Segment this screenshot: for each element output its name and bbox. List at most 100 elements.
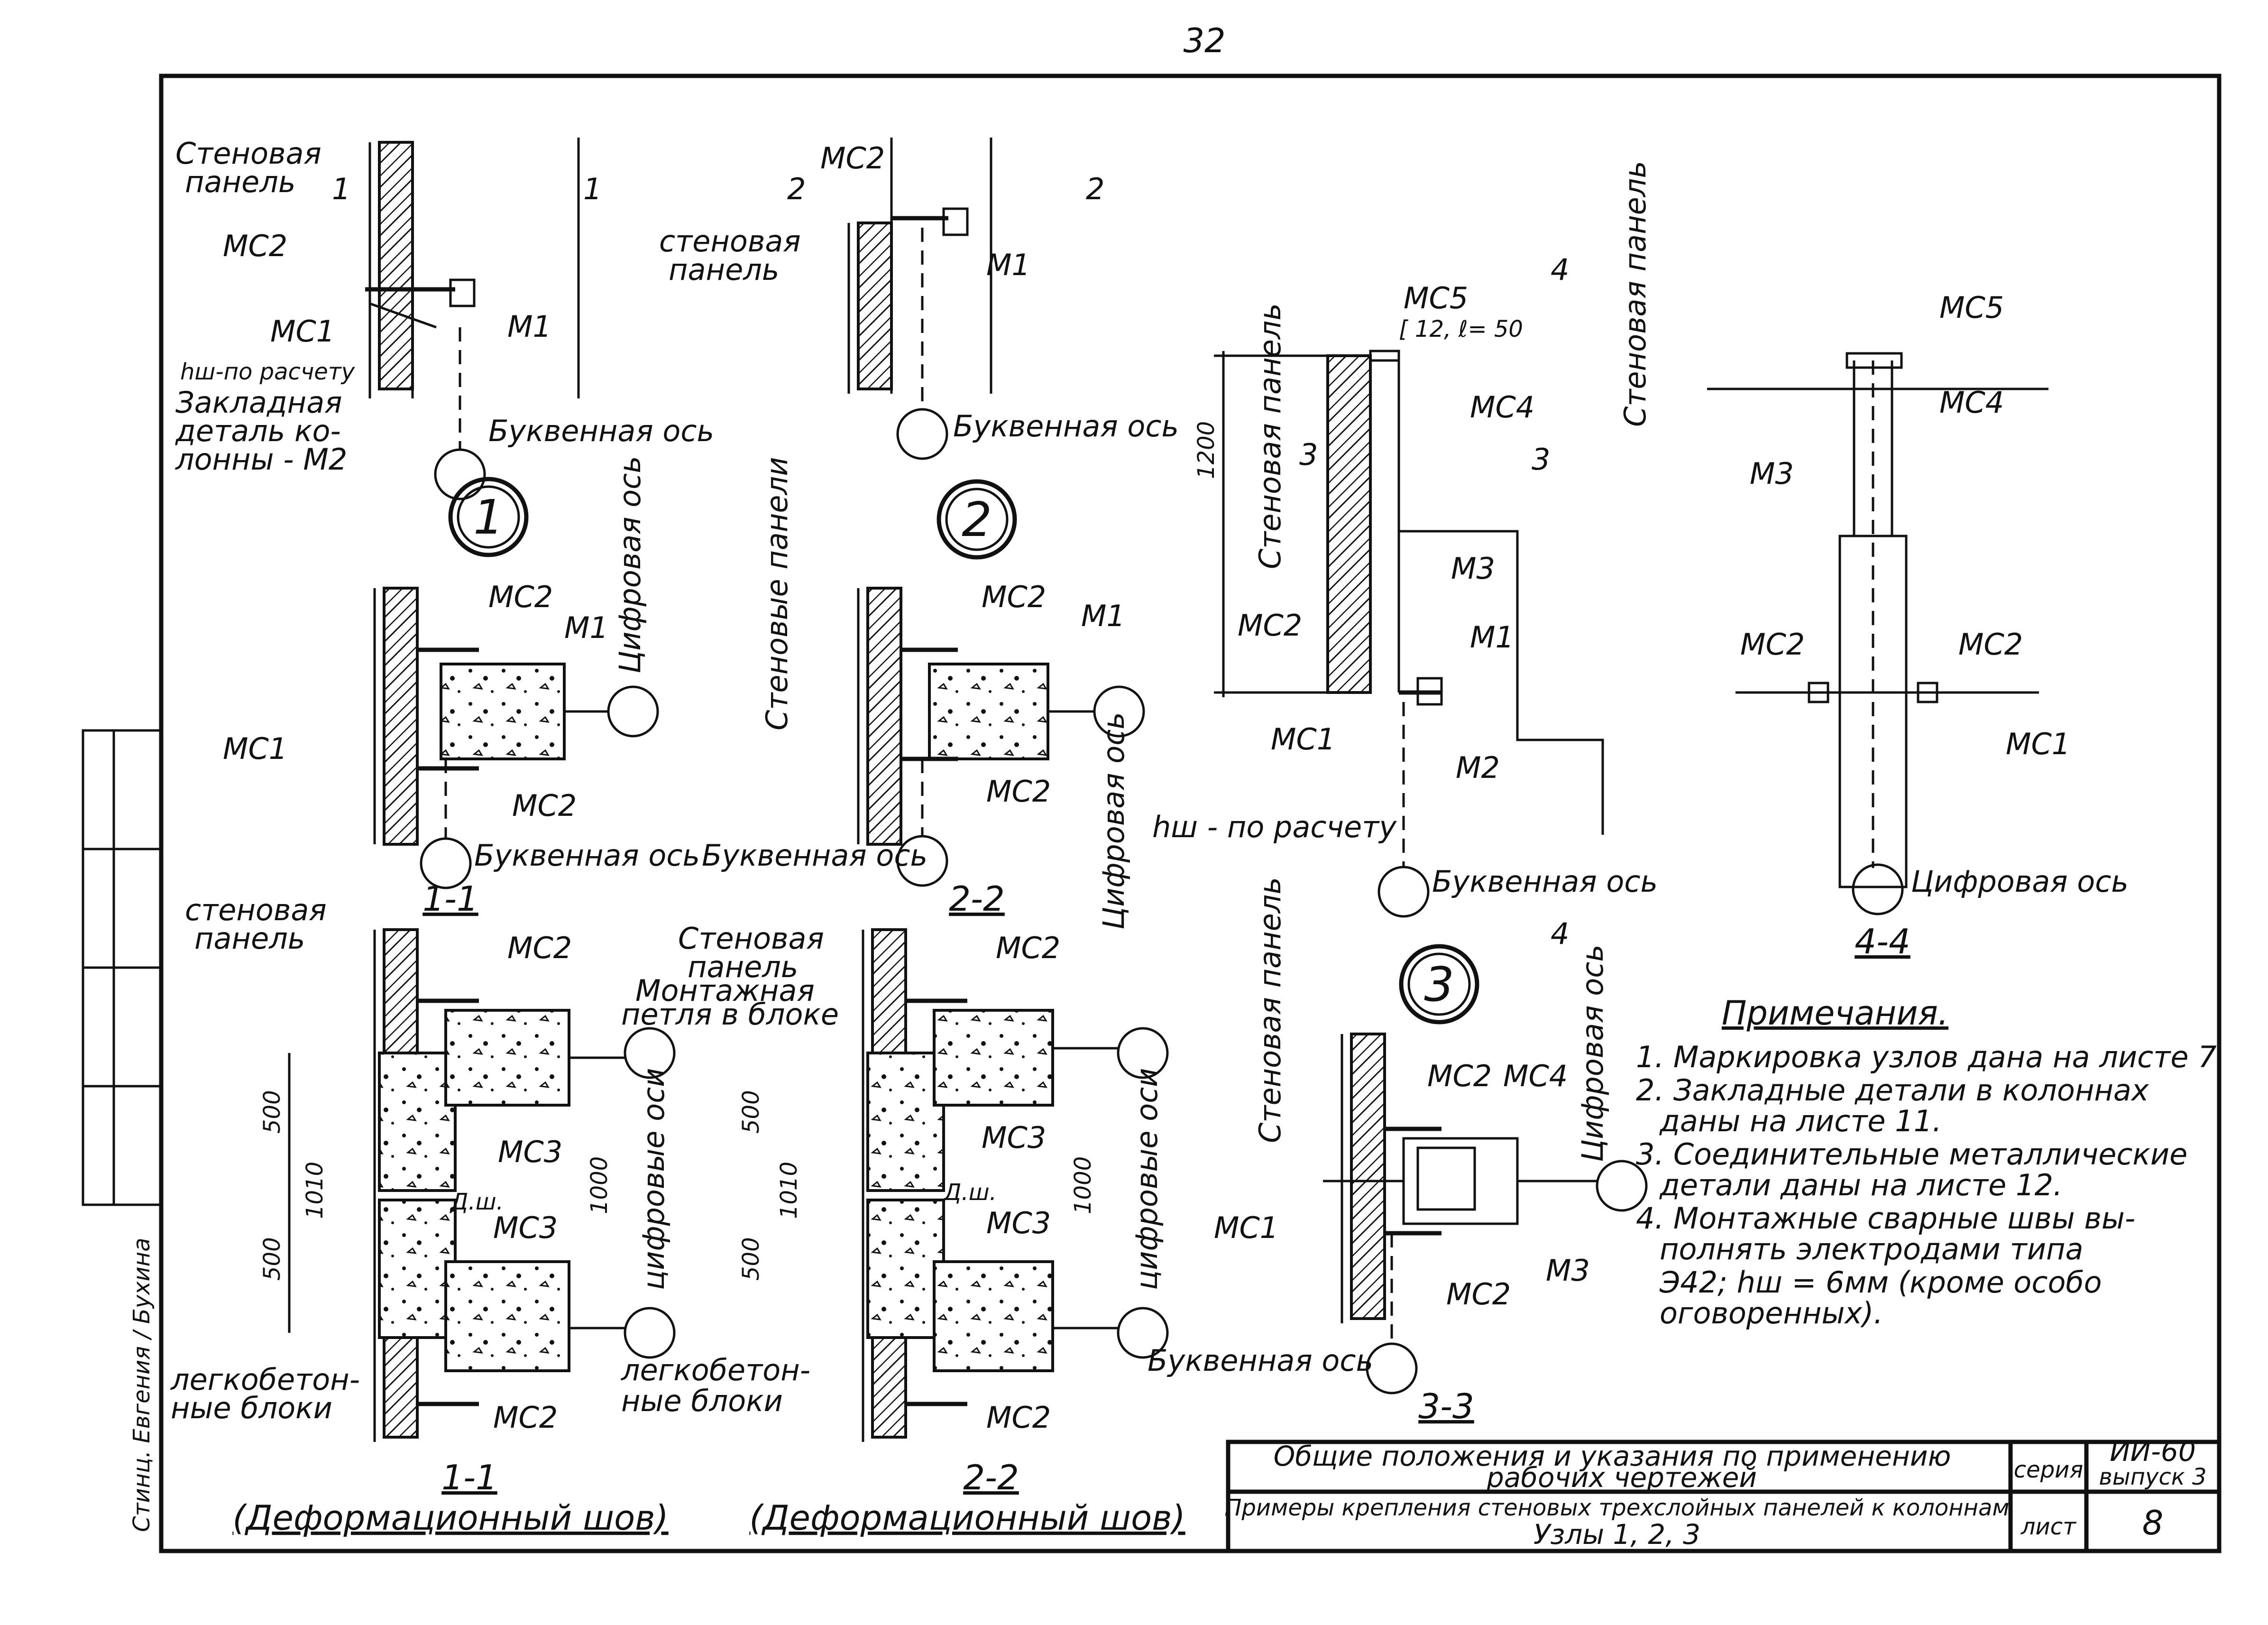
label-lw-blocks-s11-2: ные блоки [171,1391,332,1425]
label-m3-n3: М3 [1451,551,1495,586]
label-panel-n1: Стеновая [175,136,321,171]
label-m1-n1: М1 [507,309,551,344]
deform-seam-label-2: (Деформационный шов) [749,1498,1185,1538]
label-ms2-n3: МС2 [1238,608,1302,643]
section-2-2-deform [862,928,1169,1442]
sec-mark-1a: 1 [332,172,350,206]
node-1-elevation [365,138,580,500]
label-ms1-s11: МС1 [223,731,287,766]
dim-500-s11-a: 500 [259,1090,285,1134]
label-ms4-s44: МС4 [1939,385,2004,420]
margin-stub [82,729,163,1206]
label-panel-n3: Стеновая панель [1253,303,1287,569]
label-panel-s33: Стеновая панель [1253,877,1287,1143]
section-1-1-deform [288,928,676,1442]
label-panel-s11d-b: панель [194,921,305,956]
label-ms4-n3: МС4 [1470,390,1534,425]
title-line-1: Общие положения и указания по применению [1274,1440,1951,1472]
label-m1-n2: М1 [986,248,1030,282]
label-ms2-n1: МС2 [223,229,287,263]
label-ms2-s11d-b: МС2 [493,1400,558,1435]
label-lw-blocks-s22-1: легкобетон- [621,1353,810,1387]
node-number-1: 1 [448,477,529,557]
node-number-3: 3 [1399,944,1479,1025]
label-letter-axis-n2: Буквенная ось [953,409,1179,443]
label-letter-axis-s22: Буквенная ось [702,838,927,873]
section-3-3-title: 3-3 [1418,1386,1474,1426]
label-panel-s44: Стеновая панель [1618,161,1653,427]
section-4-4-title: 4-4 [1855,922,1910,961]
dim-10-s22-b: 10 [776,1190,802,1219]
label-m3-s33: М3 [1546,1253,1590,1288]
svg-text:1: 1 [473,489,504,545]
issue-value: выпуск 3 [2099,1464,2206,1490]
note-line-8: Э42; hш = 6мм (кроме особо [1659,1265,2102,1300]
label-embedded-3: лонны - М2 [175,442,347,477]
section-4-4 [1707,352,2048,915]
label-panel-s11d: стеновая [185,893,327,927]
label-digit-axis-s22: Цифровая ось [1096,712,1131,930]
label-digit-axes-s11: цифровые оси [636,1068,671,1290]
label-ms4-s33: МС4 [1503,1059,1568,1093]
dim-10-s11-b: 10 [302,1190,328,1219]
label-ms2-s11d-a: МС2 [507,931,572,965]
label-ms3-s11d-a: МС3 [498,1135,562,1169]
label-embedded-2: деталь ко- [175,414,341,448]
series-label: серия [2014,1457,2083,1483]
note-line-7: полнять электродами типа [1660,1232,2084,1266]
note-line-4: 3. Соединительные металлические [1636,1137,2187,1172]
label-m1-s11: М1 [564,610,608,645]
label-ms2-s22d-a: МС2 [996,931,1060,965]
notes-title: Примечания. [1722,994,1948,1033]
label-dsh-s11d: Д.ш. [450,1189,504,1215]
title-line-2: рабочих чертежей [1486,1461,1757,1494]
label-digit-axis-s33: Цифровая ось [1575,944,1610,1162]
label-letter-axis-n1: Буквенная ось [488,414,714,448]
label-panel-s22d-b: панель [688,950,798,984]
sec-mark-3b: 3 [1532,442,1550,477]
label-ms5-spec: [ 12, ℓ= 50 [1399,316,1523,342]
label-m2-n3: М2 [1456,750,1500,785]
dim-500-s11-b: 500 [259,1237,285,1281]
label-ms1-n3: МС1 [1271,722,1335,757]
label-panel-s22d: Стеновая [678,921,824,956]
label-m1-s22: М1 [1081,599,1125,633]
sheet-value: 8 [2142,1504,2164,1542]
label-ms2-n2: МС2 [820,141,885,175]
label-letter-axis-s33: Буквенная ось [1148,1343,1373,1378]
label-m3-s44: М3 [1750,456,1794,491]
svg-text:2: 2 [962,492,992,547]
deform-seam-label-1: (Деформационный шов) [232,1498,668,1538]
label-ms2-s22d-b: МС2 [986,1400,1051,1435]
label-panels-s22: Стеновые панели [760,457,794,731]
label-ms5-n3: МС5 [1404,281,1468,315]
sec-mark-4a: 4 [1551,252,1569,287]
label-loop-s22d-1: Монтажная [635,973,815,1008]
signature-stamp: Стинц. Евгения / Бухина [129,1238,155,1532]
section-1-1-plan [373,587,659,889]
sheet-label: лист [2020,1514,2077,1540]
section-2-2-plan [857,587,1145,887]
section-3-3-plan [1323,1033,1648,1394]
label-panel-n2: стеновая [659,224,801,259]
label-ms3-s11d-b: МС3 [493,1210,558,1245]
label-lw-blocks-s11-1: легкобетон- [170,1362,360,1397]
label-digit-axes-s22: цифровые оси [1129,1068,1164,1290]
note-line-2: 2. Закладные детали в колоннах [1636,1073,2149,1108]
label-panel-n2b: панель [669,252,779,287]
label-ms1-s44: МС1 [2006,727,2070,761]
sec-mark-4b: 4 [1551,916,1569,951]
node-3-elevation [1214,350,1604,918]
section-2-2-deform-title: 2-2 [963,1458,1019,1497]
label-ms2-s11b: МС2 [512,788,577,823]
label-ms3-s22d-b: МС3 [986,1206,1051,1240]
section-2-2-title: 2-2 [949,879,1005,919]
note-line-9: оговоренных). [1660,1296,1883,1330]
svg-text:3: 3 [1424,957,1454,1012]
section-1-1-title: 1-1 [422,879,478,919]
label-ms2-s22b: МС2 [986,774,1051,809]
label-ms2-s22a: МС2 [982,580,1046,614]
dim-1000-s22: 1000 [1070,1156,1096,1214]
label-ms2-s44a: МС2 [1740,627,1805,662]
